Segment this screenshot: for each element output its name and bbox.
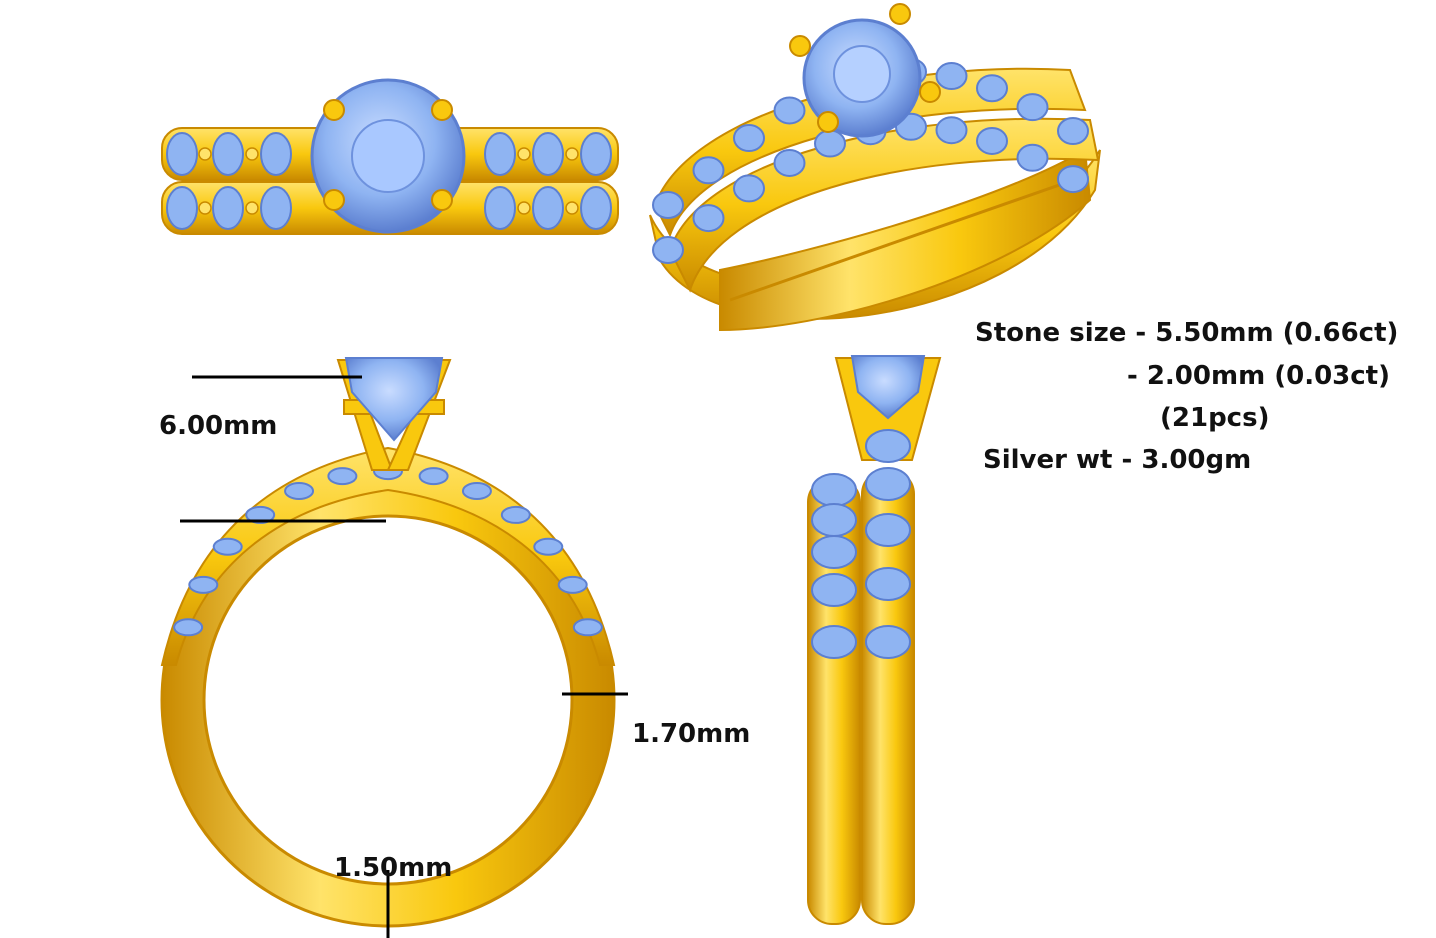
stone-size-line-1: Stone size - 5.50mm (0.66ct) [975, 318, 1399, 348]
front-view-ring [160, 357, 628, 938]
front-view-side-stones [173, 462, 603, 637]
side-view-center-stone [850, 355, 926, 420]
side-view-band-stone [811, 473, 857, 507]
top-view-side-stone [166, 132, 198, 176]
perspective-view-side-stone [935, 62, 968, 91]
top-view-ring-set [161, 78, 619, 235]
top-view-side-stone [532, 132, 564, 176]
perspective-view-prong [789, 35, 811, 57]
top-view-metal-bead [565, 201, 579, 215]
top-view-metal-bead [565, 147, 579, 161]
top-view-side-stone [484, 132, 516, 176]
top-view-prong [431, 99, 453, 121]
front-view-side-stone [327, 467, 358, 486]
top-view-metal-bead [245, 147, 259, 161]
perspective-view-side-stone [1057, 165, 1089, 194]
perspective-view-upper-band [653, 67, 1087, 238]
perspective-view-side-stone [692, 156, 725, 185]
top-view-side-stone [580, 186, 612, 230]
top-view-side-stone [212, 132, 244, 176]
front-view-side-stone [461, 481, 492, 500]
top-view-side-stone [532, 186, 564, 230]
side-view-stones [811, 429, 911, 659]
front-view-side-stone [245, 505, 276, 524]
front-view-side-stone [173, 618, 204, 637]
perspective-view-ring-set [649, 3, 1101, 332]
top-view-metal-bead [198, 201, 212, 215]
top-view-center-stone-facet [351, 119, 425, 193]
side-view-band-stone [811, 503, 857, 537]
perspective-view-side-stone [773, 148, 806, 177]
front-view-center-stone [344, 357, 444, 442]
front-view-side-stone [557, 575, 588, 594]
perspective-view-prong [889, 3, 911, 25]
perspective-view-side-stone [652, 191, 684, 219]
top-view-side-stones [166, 132, 612, 230]
side-view-band-stone [865, 429, 911, 463]
top-view-prong [323, 189, 345, 211]
perspective-view-side-stone [733, 174, 765, 203]
side-view-ring-set [807, 355, 942, 925]
perspective-view-prong [919, 81, 941, 103]
front-view-side-stone [284, 481, 315, 500]
stone-count: (21pcs) [1160, 403, 1270, 433]
top-view-side-stone [260, 132, 292, 176]
perspective-view-side-stone [976, 74, 1008, 103]
perspective-view-shank-groove [729, 174, 1086, 302]
stone-size-line-2: - 2.00mm (0.03ct) [1127, 361, 1390, 391]
perspective-view-side-stone [976, 126, 1008, 155]
front-view-side-stone [533, 537, 564, 556]
side-view-band-stone [865, 567, 911, 601]
front-view-side-stone [188, 575, 219, 594]
side-view-band-stone [811, 625, 857, 659]
perspective-view-center-stone-facet [833, 45, 891, 103]
top-view-side-stone [212, 186, 244, 230]
front-view-shoulder [160, 446, 616, 666]
top-view-side-stone [260, 186, 292, 230]
top-view-prong [431, 189, 453, 211]
side-view-band-stone [865, 467, 911, 501]
perspective-view-side-stone [1016, 143, 1049, 172]
center-height-label: 6.00mm [159, 411, 278, 441]
top-view-prong [323, 99, 345, 121]
side-view-band-stone [811, 535, 857, 569]
perspective-view-side-stone [1057, 117, 1089, 146]
perspective-view-prong [817, 111, 839, 133]
side-view-band-stone [811, 573, 857, 607]
silver-weight: Silver wt - 3.00gm [983, 445, 1252, 475]
front-view-side-stone [500, 505, 531, 524]
perspective-view-side-stone [773, 96, 806, 125]
front-view-shank-inner [202, 514, 574, 886]
perspective-view-side-stone [733, 124, 765, 153]
perspective-view-side-stone [935, 116, 968, 145]
top-view-metal-bead [517, 147, 531, 161]
perspective-view-side-stone [692, 204, 725, 233]
side-view-band-stone [865, 625, 911, 659]
top-view-metal-bead [245, 201, 259, 215]
perspective-view-side-stone [652, 236, 684, 264]
side-view-band-stone [865, 513, 911, 547]
top-view-side-stone [484, 186, 516, 230]
top-view-side-stone [580, 132, 612, 176]
perspective-view-side-stone [1016, 93, 1049, 122]
shank-thickness-label: 1.50mm [334, 853, 453, 883]
front-view-side-stone [572, 618, 603, 637]
top-view-metal-bead [198, 147, 212, 161]
top-view-side-stone [166, 186, 198, 230]
shank-width-label: 1.70mm [632, 719, 751, 749]
front-view-side-stone [418, 467, 449, 486]
front-view-side-stone [212, 537, 243, 556]
perspective-view-side-stone [814, 129, 846, 158]
top-view-metal-bead [517, 201, 531, 215]
